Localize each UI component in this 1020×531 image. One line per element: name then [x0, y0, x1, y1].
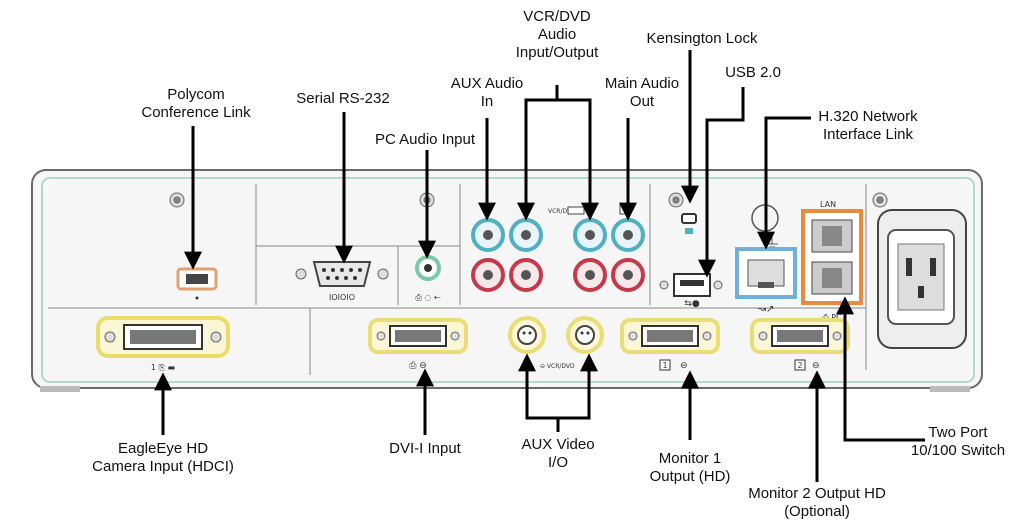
camera-icon: 1 ⎘ ▬	[151, 363, 175, 372]
label-two-port-switch: Two Port 10/100 Switch	[910, 424, 1006, 459]
aux-video-in-port[interactable]	[508, 316, 546, 354]
chassis	[31, 169, 983, 392]
usb-port[interactable]: ⇆●	[659, 273, 723, 309]
aux-video-vcr-mark: ⊖ VCR/DVD	[540, 363, 575, 370]
lock-icon	[685, 228, 693, 234]
dvi-input-icon: ⎙ ⊖	[409, 361, 427, 371]
dvi-input-port[interactable]: ⎙ ⊖	[368, 318, 468, 371]
monitor2-number: 2	[797, 361, 802, 370]
power-inlet[interactable]	[877, 209, 967, 349]
aux-video-out-port[interactable]	[566, 316, 604, 354]
pc-icon: ⎙ PC	[822, 313, 842, 322]
label-usb: USB 2.0	[725, 64, 781, 81]
main-audio-out-white-jack[interactable]	[611, 218, 645, 252]
label-aux-video: AUX Video I/O	[521, 436, 595, 471]
label-aux-audio-in: AUX Audio In	[450, 75, 524, 110]
aux-audio-in-white-jack[interactable]	[471, 218, 505, 252]
serial-mark: IOIOIO	[329, 293, 355, 302]
label-vcr-dvd-audio: VCR/DVD Audio Input/Output	[515, 8, 599, 61]
lan-switch-ports[interactable]: LAN ⎙ PC	[801, 200, 863, 322]
label-eagleeye-camera: EagleEye HD Camera Input (HDCI)	[92, 440, 234, 475]
label-pc-audio-input: PC Audio Input	[374, 131, 476, 148]
vcr-audio-in-white-jack[interactable]	[509, 218, 543, 252]
hdci-camera-port[interactable]: 1 ⎘ ▬	[96, 316, 230, 372]
label-monitor1: Monitor 1 Output (HD)	[649, 450, 731, 485]
aux-audio-in-red-jack[interactable]	[471, 258, 505, 292]
monitor1-output-port[interactable]: 1 ⊖	[620, 318, 720, 371]
label-dvi-input: DVI-I Input	[389, 440, 461, 457]
leader-lines	[154, 50, 925, 482]
vcr-audio-in-red-jack[interactable]	[509, 258, 543, 292]
kensington-lock-slot[interactable]	[681, 213, 697, 234]
label-serial-rs232: Serial RS-232	[296, 90, 390, 107]
label-h320-network: H.320 Network Interface Link	[818, 108, 918, 143]
lan-mark: LAN	[820, 200, 836, 209]
network-wave-icon: ↝↗	[757, 304, 775, 315]
label-polycom-conference-link: Polycom Conference Link	[141, 86, 251, 121]
label-main-audio-out: Main Audio Out	[604, 75, 680, 110]
vcr-audio-out-white-jack[interactable]	[573, 218, 607, 252]
vcr-audio-out-red-jack[interactable]	[573, 258, 607, 292]
video-out-icon: ⊖	[680, 361, 688, 371]
monitor2-output-port[interactable]: 2 ⊖	[750, 318, 850, 371]
pc-audio-glyph-icon: ⎙ ◌ ⇠	[415, 293, 440, 302]
label-kensington-lock: Kensington Lock	[646, 30, 758, 47]
label-monitor2: Monitor 2 Output HD (Optional)	[748, 485, 886, 520]
video-out-icon: ⊖	[812, 361, 820, 371]
monitor1-number: 1	[662, 361, 667, 370]
usb-icon: ⇆●	[684, 299, 700, 309]
h320-network-port[interactable]: ↝↗	[735, 247, 797, 315]
main-audio-out-red-jack[interactable]	[611, 258, 645, 292]
